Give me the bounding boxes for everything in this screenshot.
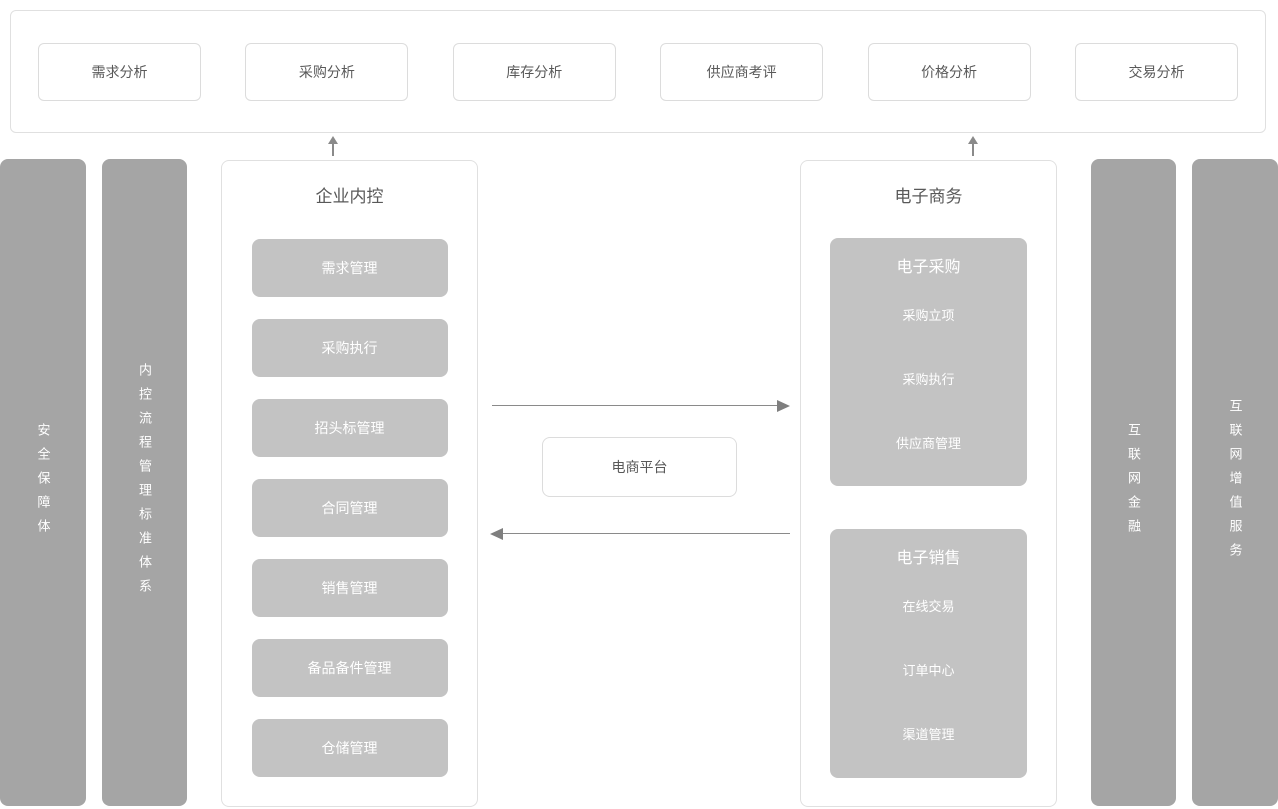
pillar-internet-value-added-label: 互联网增值服务 bbox=[1227, 398, 1243, 567]
ecommerce-title: 电子商务 bbox=[894, 187, 963, 206]
pillar-internet-finance-label: 互联网金融 bbox=[1126, 422, 1141, 543]
item-supplier-management: 供应商管理 bbox=[895, 435, 961, 451]
arrow-left-icon bbox=[490, 527, 790, 540]
e-procurement-group: 电子采购 采购立项 采购执行 供应商管理 bbox=[830, 238, 1027, 486]
arrow-right-line bbox=[492, 404, 777, 407]
arrow-up-stem bbox=[332, 144, 334, 156]
internal-control-panel: 企业内控 需求管理 采购执行 招头标管理 合同管理 销售管理 备品备件管理 仓储… bbox=[221, 160, 478, 807]
analysis-box-supplier-review: 供应商考评 bbox=[660, 42, 824, 101]
module-warehouse-management: 仓储管理 bbox=[251, 719, 448, 777]
pillar-internet-value-added: 互联网增值服务 bbox=[1192, 159, 1278, 806]
e-procurement-title: 电子采购 bbox=[896, 259, 961, 276]
arrow-left-head bbox=[490, 527, 503, 540]
arrow-up-icon bbox=[328, 136, 338, 156]
analysis-box-transaction: 交易分析 bbox=[1074, 42, 1238, 101]
arrow-up-head bbox=[968, 136, 978, 144]
analysis-box-inventory: 库存分析 bbox=[452, 42, 616, 101]
e-sales-title: 电子销售 bbox=[896, 550, 961, 567]
pillar-security-system: 安全保障体 bbox=[0, 159, 86, 806]
e-sales-group: 电子销售 在线交易 订单中心 渠道管理 bbox=[830, 529, 1027, 778]
item-procurement-execution: 采购执行 bbox=[902, 371, 955, 387]
module-demand-management: 需求管理 bbox=[251, 239, 448, 297]
item-procurement-initiation: 采购立项 bbox=[902, 307, 955, 323]
ecommerce-platform-label: 电商平台 bbox=[611, 459, 668, 475]
arrow-left-line bbox=[503, 532, 790, 535]
ecommerce-platform-box: 电商平台 bbox=[542, 437, 737, 497]
analysis-panel: 需求分析 采购分析 库存分析 供应商考评 价格分析 交易分析 bbox=[10, 10, 1266, 133]
pillar-internal-control-standard-label: 内控流程管理标准体系 bbox=[137, 362, 152, 603]
pillar-security-system-label: 安全保障体 bbox=[35, 422, 51, 543]
module-procurement-execution: 采购执行 bbox=[251, 319, 448, 377]
item-order-center: 订单中心 bbox=[902, 662, 955, 678]
module-spare-parts-management: 备品备件管理 bbox=[251, 639, 448, 697]
internal-control-title: 企业内控 bbox=[315, 187, 384, 206]
pillar-internal-control-standard: 内控流程管理标准体系 bbox=[102, 159, 187, 806]
e-procurement-items: 采购立项 采购执行 供应商管理 bbox=[830, 282, 1027, 474]
item-online-trading: 在线交易 bbox=[902, 598, 955, 614]
module-contract-management: 合同管理 bbox=[251, 479, 448, 537]
module-sales-management: 销售管理 bbox=[251, 559, 448, 617]
module-bidding-management: 招头标管理 bbox=[251, 399, 448, 457]
arrow-up-icon bbox=[968, 136, 978, 156]
e-sales-items: 在线交易 订单中心 渠道管理 bbox=[830, 573, 1027, 766]
analysis-box-price: 价格分析 bbox=[867, 42, 1031, 101]
item-channel-management: 渠道管理 bbox=[902, 727, 955, 743]
arrow-right-icon bbox=[492, 399, 790, 412]
analysis-box-demand: 需求分析 bbox=[38, 42, 201, 101]
arrow-up-stem bbox=[972, 144, 974, 156]
ecommerce-panel: 电子商务 电子采购 采购立项 采购执行 供应商管理 电子销售 在线交易 订单中心… bbox=[800, 160, 1057, 807]
internal-control-module-list: 需求管理 采购执行 招头标管理 合同管理 销售管理 备品备件管理 仓储管理 bbox=[222, 239, 477, 777]
pillar-internet-finance: 互联网金融 bbox=[1091, 159, 1176, 806]
analysis-box-procurement: 采购分析 bbox=[245, 42, 409, 101]
arrow-right-head bbox=[777, 399, 790, 412]
arrow-up-head bbox=[328, 136, 338, 144]
